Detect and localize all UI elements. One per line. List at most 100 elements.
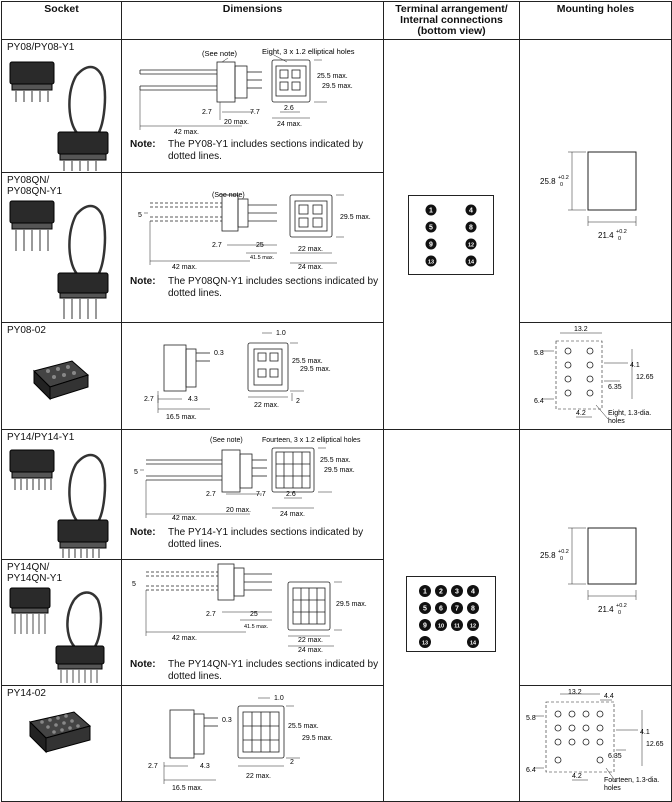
socket-name: PY14-02 — [7, 688, 46, 699]
header-mounting-label: Mounting holes — [556, 3, 635, 15]
rect-h-dim: 25.8 — [540, 551, 556, 560]
dim-29-5: 29.5 max. — [300, 366, 331, 373]
terminal-pin-8: 8 — [465, 221, 477, 233]
terminal-pin-4: 4 — [467, 585, 479, 597]
mount-hole-4 — [596, 710, 604, 718]
dim-41-5: 41.5 max. — [250, 255, 275, 261]
socket-name-line2: PY08QN-Y1 — [7, 186, 63, 197]
svg-text:11: 11 — [454, 624, 460, 630]
terminal-pin-14: 14 — [467, 636, 479, 648]
dim-41-5: 41.5 max. — [244, 624, 269, 630]
socket-cell-py08-02: PY08-02 — [1, 322, 122, 430]
mh14-h: 4.2 — [572, 773, 582, 780]
mh8-h2: holes — [608, 418, 625, 425]
mount-hole-5 — [564, 375, 572, 383]
dim-22: 22 max. — [254, 402, 279, 409]
mount-hole-8 — [586, 389, 594, 397]
mh14-d: 4.1 — [640, 729, 650, 736]
dim-2-7: 2.7 — [206, 491, 216, 498]
dim-29-5: 29.5 max. — [340, 214, 371, 221]
svg-text:14: 14 — [468, 260, 475, 266]
terminal-pin-5: 5 — [419, 602, 431, 614]
dim-7-7: 7.7 — [250, 109, 260, 116]
rect-h-tol0: 0 — [560, 182, 563, 188]
dim-24: 24 max. — [280, 511, 305, 518]
svg-text:9: 9 — [423, 623, 427, 630]
mount-hole-9 — [554, 738, 562, 746]
dim-5: 5 — [132, 581, 136, 588]
svg-text:4: 4 — [469, 208, 473, 215]
dim-25: 25 — [250, 611, 258, 618]
dim-25-5: 25.5 max. — [317, 73, 348, 80]
mh14-h1: Fourteen, 1.3-dia. — [604, 777, 659, 784]
dimension-drawing-py08-02: 1.0 0.3 25.5 max. 29.5 max. 2.7 4.3 22 m… — [144, 330, 331, 421]
dimension-drawing-py14-02: 1.0 0.3 25.5 max. 29.5 max. 2.7 4.3 2 22… — [148, 695, 333, 792]
note-text: The PY08QN-Y1 includes sections indicate… — [168, 276, 379, 299]
note-label: Note: — [130, 527, 156, 538]
svg-text:7: 7 — [455, 606, 459, 613]
socket-photo-py14-02 — [29, 711, 92, 754]
svg-text:3: 3 — [455, 589, 459, 596]
mount-hole-3 — [582, 710, 590, 718]
mh14-c: 5.8 — [526, 715, 536, 722]
svg-text:2: 2 — [439, 589, 443, 596]
svg-text:8: 8 — [469, 225, 473, 232]
mount-hole-12 — [596, 738, 604, 746]
header-dimensions: Dimensions — [121, 1, 384, 40]
callout-see-note: (See note) — [202, 49, 238, 58]
dim-24: 24 max. — [277, 121, 302, 128]
terminal-pin-1: 1 — [425, 204, 437, 216]
dimensions-cell-py14: (See note) Fourteen, 3 x 1.2 elliptical … — [121, 429, 384, 560]
dim-2: 2 — [296, 398, 300, 405]
socket-name: PY14QN/PY14QN-Y1 — [7, 562, 62, 584]
dim-42: 42 max. — [174, 129, 199, 136]
svg-text:12: 12 — [468, 243, 474, 249]
terminal-pin-1: 1 — [419, 585, 431, 597]
rect-w-tol0: 0 — [618, 236, 621, 242]
svg-text:6: 6 — [439, 606, 443, 613]
socket-cell-py08qn: PY08QN/PY08QN-Y1 — [1, 172, 122, 323]
dimension-drawing-py14qn: 5 29.5 max. 2.7 25 41.5 max. 22 max. 42 … — [132, 563, 367, 654]
mh8-f: 6.4 — [534, 398, 544, 405]
dim-29-5: 29.5 max. — [322, 83, 353, 90]
dim-29-5: 29.5 max. — [324, 467, 355, 474]
dim-0-3: 0.3 — [214, 350, 224, 357]
terminal-pin-3: 3 — [451, 585, 463, 597]
rect-w-tol: +0.2 — [616, 603, 627, 609]
socket-cell-py14-02: PY14-02 — [1, 685, 122, 802]
dimensions-cell-py08-02: 1.0 0.3 25.5 max. 29.5 max. 2.7 4.3 22 m… — [121, 322, 384, 430]
socket-photo-py08qn — [9, 200, 109, 319]
dim-24: 24 max. — [298, 647, 323, 654]
dim-42: 42 max. — [172, 635, 197, 642]
mounting-cell-8-holes: 13.2 5.8 4.1 12.65 6.35 6.4 4.2 Eight, 1… — [519, 322, 672, 430]
mount-hole-6 — [586, 375, 594, 383]
mh8-c: 4.1 — [630, 362, 640, 369]
dimension-drawing-py08: (See note) Eight, 3 x 1.2 elliptical hol… — [139, 47, 355, 136]
dim-1-0: 1.0 — [276, 330, 286, 337]
socket-name: PY14/PY14-Y1 — [7, 432, 75, 443]
svg-text:5: 5 — [423, 606, 427, 613]
dim-29-5: 29.5 max. — [302, 735, 333, 742]
rect-h-dim: 25.8 — [540, 177, 556, 186]
dim-2-7: 2.7 — [212, 242, 222, 249]
socket-name-line1: PY14QN/ — [7, 562, 50, 573]
header-terminal-line2: Internal connections — [400, 14, 503, 26]
dimensions-cell-py14qn: 5 29.5 max. 2.7 25 41.5 max. 22 max. 42 … — [121, 559, 384, 686]
mount-hole-3 — [564, 361, 572, 369]
svg-text:8: 8 — [471, 606, 475, 613]
socket-cell-py14qn: PY14QN/PY14QN-Y1 — [1, 559, 122, 686]
header-socket-label: Socket — [44, 3, 79, 15]
socket-photo-py14qn — [9, 587, 105, 683]
dim-20: 20 max. — [224, 119, 249, 126]
callout-see-note: (See note) — [210, 437, 243, 444]
dim-42: 42 max. — [172, 264, 197, 271]
dim-0-3: 0.3 — [222, 717, 232, 724]
dim-5: 5 — [138, 212, 142, 219]
terminal-pin-7: 7 — [451, 602, 463, 614]
terminal-pin-11: 11 — [451, 619, 463, 631]
mount-hole-14 — [596, 756, 604, 764]
terminal-pin-12: 12 — [465, 238, 477, 250]
